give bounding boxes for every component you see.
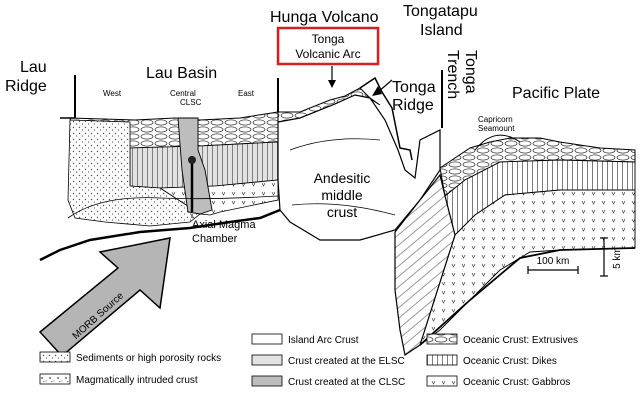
clsc-label: CLSC bbox=[180, 98, 202, 107]
scale-horizontal-label: 100 km bbox=[537, 256, 570, 267]
pacific-plate-slab bbox=[394, 134, 636, 356]
volcanic-arc-label-line1: Tonga bbox=[312, 32, 345, 46]
lau-basin-crust bbox=[39, 111, 281, 262]
legend-swatch-intruded bbox=[39, 373, 71, 385]
hunga-volcano-title: Hunga Volcano bbox=[270, 9, 379, 26]
capricorn-label-line2: Seamount bbox=[478, 124, 515, 133]
legend-swatch-extrusives bbox=[426, 333, 458, 345]
tongatapu-title-line1: Tongatapu bbox=[403, 3, 478, 20]
andesitic-label-line3: crust bbox=[327, 204, 357, 220]
legend-swatch-dikes bbox=[426, 354, 458, 366]
tongatapu-title-line2: Island bbox=[420, 22, 463, 39]
volcanic-arc-label-line2: Volcanic Arc bbox=[295, 47, 360, 61]
pacific-plate-label: Pacific Plate bbox=[512, 85, 600, 102]
tonga-trench-label-line1: Tonga bbox=[462, 50, 479, 94]
legend-swatch-island-arc bbox=[251, 333, 283, 345]
central-label: Central bbox=[170, 89, 196, 98]
legend-swatch-elsc bbox=[251, 354, 283, 366]
legend-label-clsc: Crust created at the CLSC bbox=[288, 377, 405, 388]
legend-label-island-arc: Island Arc Crust bbox=[288, 335, 359, 346]
east-label: East bbox=[238, 89, 255, 98]
tonga-ridge-label-line2: Ridge bbox=[392, 97, 434, 114]
legend: Sediments or high porosity rocks Magmati… bbox=[39, 333, 578, 388]
legend-label-extrusives: Oceanic Crust: Extrusives bbox=[463, 335, 578, 346]
tonga-ridge-label-line1: Tonga bbox=[392, 79, 436, 96]
scale-bars: 100 km 5 km bbox=[527, 237, 623, 277]
lau-ridge bbox=[60, 75, 279, 119]
tonga-trench-label-line2: Trench bbox=[444, 50, 461, 99]
legend-label-intruded: Magmatically intruded crust bbox=[76, 375, 198, 386]
legend-label-elsc: Crust created at the ELSC bbox=[288, 356, 405, 367]
andesitic-label-line1: Andesitic bbox=[314, 170, 371, 186]
morb-source-arrow: MORB Source bbox=[38, 237, 171, 358]
west-label: West bbox=[103, 89, 122, 98]
axial-chamber-label-line1: Axial Magma bbox=[192, 219, 256, 231]
legend-label-sediments: Sediments or high porosity rocks bbox=[76, 353, 221, 364]
legend-swatch-gabbros bbox=[426, 375, 458, 387]
tonga-arc-block bbox=[277, 76, 441, 241]
legend-label-gabbros: Oceanic Crust: Gabbros bbox=[463, 377, 570, 388]
capricorn-label-line1: Capricorn bbox=[478, 115, 513, 124]
andesitic-label-line2: middle bbox=[321, 187, 362, 203]
legend-swatch-sediments bbox=[39, 351, 71, 363]
lau-basin-label: Lau Basin bbox=[146, 65, 217, 82]
axial-chamber-label-line2: Chamber bbox=[192, 233, 238, 245]
scale-vertical-label: 5 km bbox=[612, 247, 623, 269]
volcanic-arc-highlight-box bbox=[276, 26, 380, 66]
legend-swatch-clsc bbox=[251, 375, 283, 387]
legend-label-dikes: Oceanic Crust: Dikes bbox=[463, 356, 557, 367]
lau-ridge-label-line1: Lau bbox=[20, 59, 47, 76]
lau-ridge-label-line2: Ridge bbox=[5, 78, 47, 95]
